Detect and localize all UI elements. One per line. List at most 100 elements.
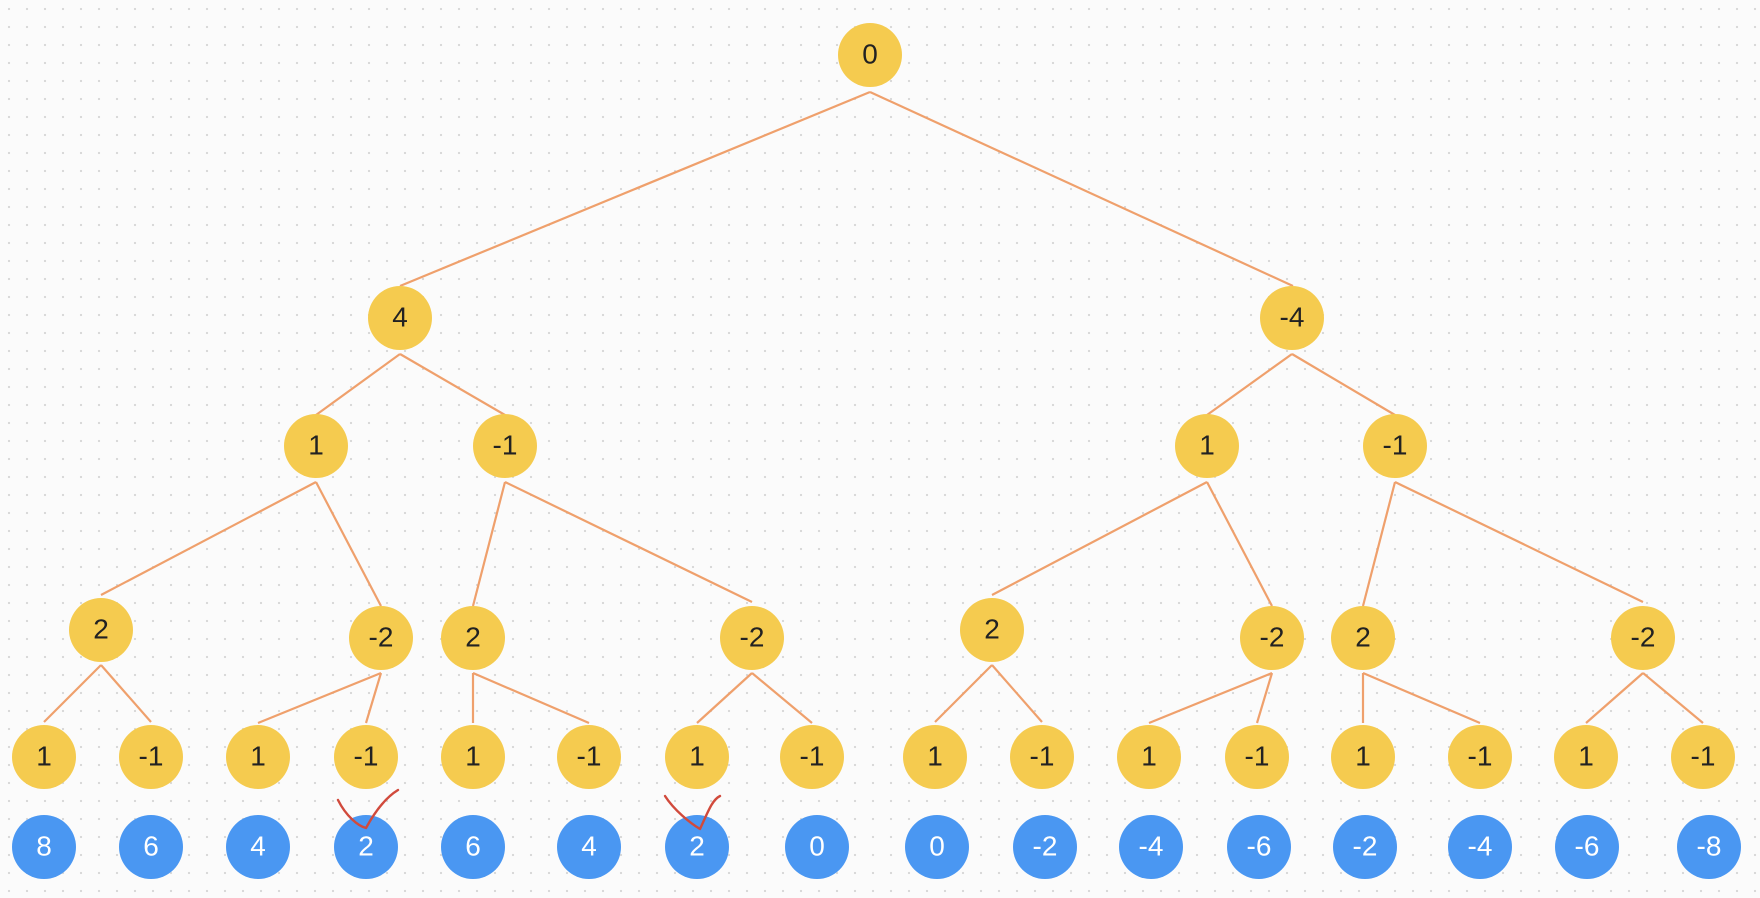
edge (869, 91, 1294, 287)
edge (315, 353, 401, 416)
nodes: 0 4 -4 1 -1 1 (12, 23, 1741, 879)
leaf-node[interactable]: -8 (1677, 815, 1741, 879)
tree-node[interactable]: -2 (1611, 606, 1675, 670)
leaf-node[interactable]: 4 (557, 815, 621, 879)
leaf-label: -8 (1697, 830, 1722, 861)
edge (1361, 481, 1397, 607)
node-label: -1 (1691, 740, 1716, 771)
leaf-label: 2 (358, 830, 374, 861)
leaf-node[interactable]: 6 (119, 815, 183, 879)
node-label: 1 (1199, 429, 1215, 460)
tree-node[interactable]: 2 (960, 598, 1024, 662)
leaf-label: -6 (1575, 830, 1600, 861)
leaf-label: 4 (250, 830, 266, 861)
tree-node[interactable]: 4 (368, 286, 432, 350)
tree-node[interactable]: 2 (441, 606, 505, 670)
tree-node[interactable]: -1 (473, 414, 537, 478)
tree-node[interactable]: -4 (1260, 286, 1324, 350)
node-label: -1 (1030, 740, 1055, 771)
node-label: -1 (577, 740, 602, 771)
leaf-node[interactable]: 0 (905, 815, 969, 879)
tree-node[interactable]: 1 (903, 725, 967, 789)
edge (1642, 672, 1704, 724)
edge (399, 353, 506, 416)
tree-node[interactable]: 1 (441, 725, 505, 789)
node-label: -2 (369, 621, 394, 652)
tree-node[interactable]: 1 (1331, 725, 1395, 789)
edge (364, 672, 383, 724)
tree-node[interactable]: -1 (1363, 414, 1427, 478)
leaf-node[interactable]: 2 (665, 815, 729, 879)
tree-node[interactable]: 1 (1175, 414, 1239, 478)
leaf-node[interactable]: 4 (226, 815, 290, 879)
node-label: -1 (800, 740, 825, 771)
tree-node[interactable]: -2 (349, 606, 413, 670)
root-node[interactable]: 0 (838, 23, 902, 87)
tree-node[interactable]: -1 (119, 725, 183, 789)
node-label: 2 (93, 613, 109, 644)
tree-node[interactable]: -2 (1240, 606, 1304, 670)
tree-node[interactable]: 1 (284, 414, 348, 478)
node-label: 1 (1141, 740, 1157, 771)
node-label: 1 (689, 740, 705, 771)
edge (991, 664, 1043, 723)
leaf-label: -6 (1247, 830, 1272, 861)
checkmark-icon (336, 788, 400, 830)
leaf-label: -4 (1139, 830, 1164, 861)
tree-node[interactable]: -1 (1225, 725, 1289, 789)
leaf-node[interactable]: -6 (1555, 815, 1619, 879)
tree-node[interactable]: -1 (1448, 725, 1512, 789)
edge (1206, 353, 1293, 416)
node-label: 4 (392, 301, 408, 332)
leaf-node[interactable]: -4 (1119, 815, 1183, 879)
edge (1362, 671, 1481, 725)
tree-node[interactable]: 1 (226, 725, 290, 789)
leaf-label: 4 (581, 830, 597, 861)
tree-node[interactable]: -2 (720, 606, 784, 670)
edge (257, 671, 382, 725)
node-label: -1 (493, 429, 518, 460)
edge (991, 481, 1208, 596)
tree-node[interactable]: 1 (1117, 725, 1181, 789)
leaf-label: 0 (929, 830, 945, 861)
tree-node[interactable]: 2 (69, 598, 133, 662)
leaf-node[interactable]: 6 (441, 815, 505, 879)
node-label: 1 (308, 429, 324, 460)
tree-node[interactable]: -1 (334, 725, 398, 789)
edge (43, 664, 102, 723)
annotations (336, 788, 722, 831)
leaf-label: 6 (465, 830, 481, 861)
tree-node[interactable]: -1 (1671, 725, 1735, 789)
leaf-node[interactable]: -2 (1333, 815, 1397, 879)
leaf-node[interactable]: 0 (785, 815, 849, 879)
tree-node[interactable]: -1 (557, 725, 621, 789)
edge (751, 672, 813, 724)
leaf-node[interactable]: 8 (12, 815, 76, 879)
tree-node[interactable]: 2 (1331, 606, 1395, 670)
tree-node[interactable]: 1 (665, 725, 729, 789)
node-label: -1 (354, 740, 379, 771)
leaf-node[interactable]: -2 (1013, 815, 1077, 879)
leaf-label: -2 (1033, 830, 1058, 861)
node-label: -2 (1631, 621, 1656, 652)
edge (504, 481, 753, 603)
checkmark-icon (663, 794, 722, 831)
leaf-node[interactable]: -6 (1227, 815, 1291, 879)
node-label: -1 (1245, 740, 1270, 771)
tree-node[interactable]: -1 (1010, 725, 1074, 789)
tree-node[interactable]: 1 (12, 725, 76, 789)
node-label: -2 (1260, 621, 1285, 652)
leaf-node[interactable]: -4 (1448, 815, 1512, 879)
leaf-node[interactable]: 2 (334, 815, 398, 879)
node-label: 1 (250, 740, 266, 771)
tree-node[interactable]: 1 (1554, 725, 1618, 789)
edge (100, 481, 317, 596)
tree-node[interactable]: -1 (780, 725, 844, 789)
node-label: -1 (1468, 740, 1493, 771)
edge (1206, 481, 1273, 607)
node-label: 1 (465, 740, 481, 771)
edge (399, 90, 871, 288)
node-label: 2 (465, 621, 481, 652)
edge (315, 481, 382, 607)
